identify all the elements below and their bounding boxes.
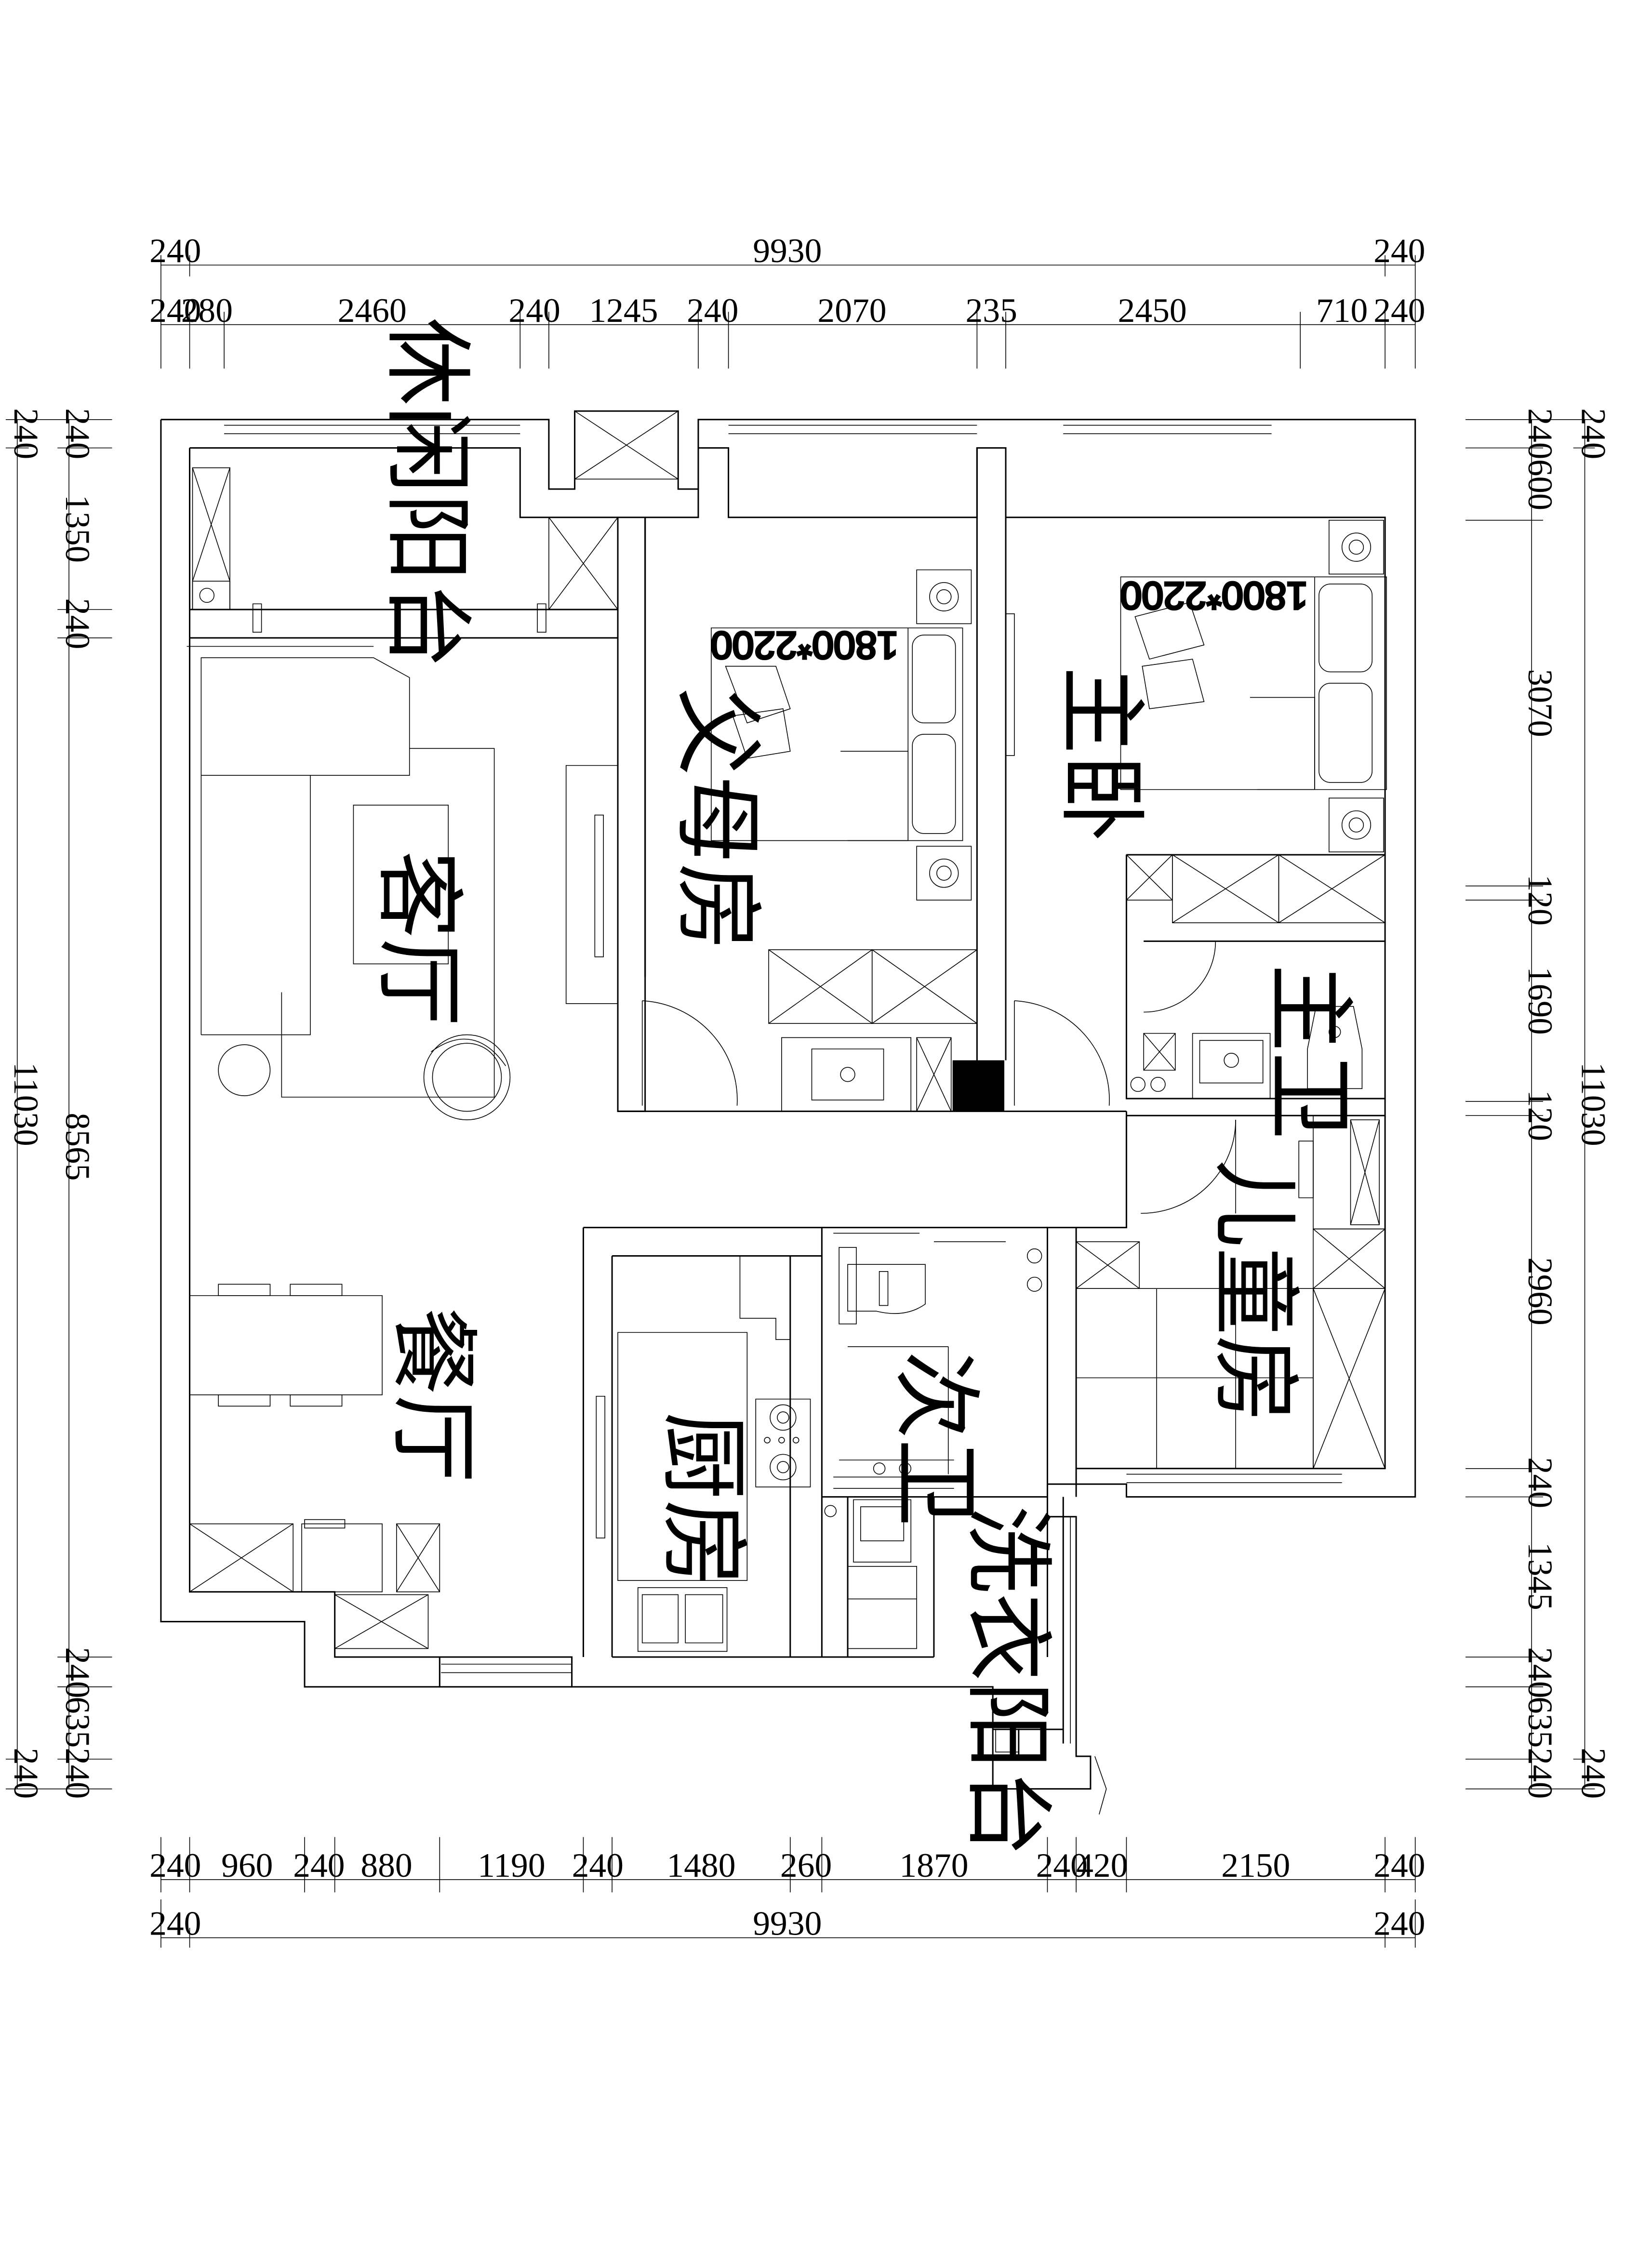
dim-text: 240 (1373, 1847, 1425, 1884)
dim-text: 240 (58, 598, 96, 649)
dim-text: 420 (1076, 1847, 1128, 1884)
dim-text: 240 (1036, 1847, 1088, 1884)
dim-text: 1870 (899, 1847, 968, 1884)
dim-text: 1190 (478, 1847, 545, 1884)
dim-text: 2450 (1118, 292, 1187, 329)
dim-text: 240 (149, 292, 201, 329)
master-bath-fixtures (1131, 1007, 1362, 1099)
kitchen-fixtures (596, 1256, 810, 1652)
dim-text: 1245 (589, 292, 658, 329)
room-label-laundry-balcony: 洗衣阳台 (956, 1505, 1059, 1857)
dim-text: 1350 (58, 495, 96, 563)
tv-cabinet (566, 766, 618, 1004)
dim-text: 240 (508, 292, 560, 329)
dim-text: 240 (149, 1847, 201, 1884)
dim-text: 260 (780, 1847, 832, 1884)
room-label-dining-room: 餐厅 (381, 1307, 484, 1483)
dim-text: 710 (1316, 292, 1368, 329)
dim-text: 240 (1521, 1647, 1559, 1698)
dim-text: 240 (1574, 1748, 1612, 1799)
room-label-master-bath: 主卫 (1257, 964, 1360, 1140)
dim-text: 240 (1373, 233, 1425, 270)
bed-size-label: 1800*2200 (1120, 574, 1308, 617)
dim-text: 240 (58, 408, 96, 459)
dim-text: 2150 (1221, 1847, 1290, 1884)
bed-size-label: 1800*2200 (711, 624, 898, 666)
dim-text: 600 (1521, 459, 1559, 510)
children-room-furniture (1027, 1115, 1385, 1469)
doors (253, 604, 1236, 1488)
dim-text: 8565 (58, 1113, 96, 1180)
dim-text: 1345 (1521, 1542, 1559, 1610)
sofa (187, 646, 510, 1120)
room-label-second-bath: 次卫 (884, 1351, 987, 1527)
parents-bed: 1800*2200 (710, 570, 972, 900)
structural-column (952, 1060, 1005, 1112)
dims-top: 240 9930 240 240 280 2460 240 1245 240 2… (149, 233, 1425, 330)
room-labels: 休闲阳台 客厅 父母房 主卧 主卫 儿童房 餐厅 厨房 次卫 洗衣阳台 (367, 318, 1361, 1857)
dim-text: 11030 (1574, 1062, 1612, 1146)
windows (224, 425, 1342, 1744)
dim-text: 240 (7, 1748, 45, 1799)
dim-text: 240 (58, 1647, 96, 1698)
room-label-living-room: 客厅 (367, 850, 470, 1026)
dim-text: 240 (1574, 408, 1612, 459)
room-label-children-room: 儿童房 (1203, 1159, 1306, 1423)
balcony-cabinets (193, 411, 679, 610)
dim-text: 240 (1373, 1905, 1425, 1942)
dim-text: 1480 (666, 1847, 735, 1884)
master-bed: 1800*2200 (1119, 520, 1386, 852)
dim-text: 240 (58, 1748, 96, 1799)
dim-text: 240 (1521, 1748, 1559, 1799)
dim-text: 120 (1521, 875, 1559, 926)
dim-text: 240 (293, 1847, 345, 1884)
room-label-parents-room: 父母房 (666, 688, 769, 951)
dim-text: 240 (1521, 1457, 1559, 1508)
dining-table (190, 1284, 440, 1648)
dim-text: 1690 (1521, 967, 1559, 1035)
dim-text: 960 (221, 1847, 273, 1884)
dim-text: 2960 (1521, 1257, 1559, 1325)
dim-text: 3070 (1521, 669, 1559, 737)
dimension-lines (6, 255, 1595, 1948)
dim-text: 280 (181, 292, 233, 329)
dim-text: 9930 (753, 233, 822, 270)
laundry-fixtures (825, 1500, 1106, 1815)
dim-text: 240 (572, 1847, 624, 1884)
dim-text: 240 (149, 233, 201, 270)
dim-text: 635 (58, 1697, 96, 1748)
room-label-leisure-balcony: 休闲阳台 (375, 318, 479, 669)
dims-right: 240 11030 240 240 600 3070 120 1690 120 … (1521, 408, 1612, 1799)
dim-text: 235 (966, 292, 1017, 329)
dim-text: 240 (7, 408, 45, 459)
dim-text: 11030 (7, 1062, 45, 1146)
parents-wardrobe (769, 950, 977, 1111)
dim-text: 240 (1521, 408, 1559, 459)
dim-text: 880 (360, 1847, 412, 1884)
dim-text: 120 (1521, 1090, 1559, 1141)
dim-text: 2460 (338, 292, 407, 329)
dims-bottom: 240 960 240 880 1190 240 1480 260 1870 2… (149, 1847, 1425, 1942)
room-label-kitchen: 厨房 (651, 1412, 754, 1588)
walls (161, 411, 1415, 1789)
master-wardrobe (1006, 614, 1385, 923)
dim-text: 240 (1373, 292, 1425, 329)
dim-text: 9930 (753, 1905, 822, 1942)
room-label-master-bedroom: 主卧 (1049, 666, 1152, 842)
second-bath-fixtures (839, 1247, 954, 1474)
dim-text: 2070 (817, 292, 886, 329)
dim-text: 240 (687, 292, 738, 329)
dim-text: 635 (1521, 1697, 1559, 1748)
dim-text: 240 (149, 1905, 201, 1942)
dims-left: 240 11030 240 240 1350 240 8565 240 635 … (7, 408, 96, 1799)
